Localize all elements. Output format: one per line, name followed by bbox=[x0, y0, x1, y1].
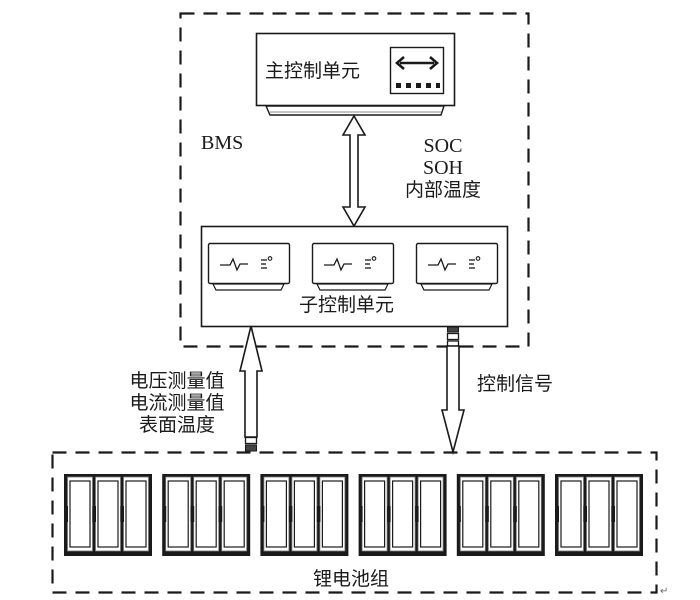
bus-signal-internal-temp: 内部温度 bbox=[404, 179, 481, 201]
battery-pack-boundary bbox=[51, 451, 658, 594]
heartbeat-icon bbox=[220, 257, 248, 272]
battery-module bbox=[456, 474, 545, 556]
battery-cell bbox=[260, 476, 290, 552]
uplink-signal-voltage: 电压测量值 bbox=[129, 370, 225, 392]
heartbeat-icon bbox=[324, 257, 352, 272]
battery-cell bbox=[457, 476, 486, 552]
battery-cell bbox=[415, 476, 444, 552]
battery-cell bbox=[190, 476, 220, 552]
battery-pack-label: 锂电池组 bbox=[313, 568, 390, 590]
battery-cell bbox=[162, 476, 192, 552]
gauge-lines-icon bbox=[469, 256, 481, 269]
heartbeat-icon bbox=[428, 257, 456, 272]
battery-cell bbox=[387, 476, 416, 552]
battery-cell bbox=[359, 476, 388, 552]
battery-cell bbox=[555, 476, 584, 552]
battery-cell bbox=[288, 476, 318, 552]
sub-controller-module bbox=[415, 242, 499, 291]
battery-module bbox=[64, 474, 152, 556]
bus-signal-soh: SOH bbox=[422, 157, 463, 179]
bus-signal-soc: SOC bbox=[423, 135, 463, 157]
sub-controller-module bbox=[311, 242, 395, 291]
battery-cell bbox=[611, 476, 640, 552]
main-controller-base bbox=[264, 105, 445, 116]
battery-module bbox=[162, 474, 251, 556]
main-controller-label: 主控制单元 bbox=[265, 60, 361, 82]
downlink-arrow bbox=[440, 326, 466, 456]
gauge-lines-icon bbox=[261, 256, 273, 269]
main-controller-unit bbox=[255, 32, 456, 116]
battery-cell bbox=[92, 476, 121, 552]
bidirectional-arrow-display-icon bbox=[389, 46, 445, 95]
battery-module bbox=[555, 474, 643, 556]
bus-double-arrow bbox=[341, 114, 367, 228]
uplink-signal-list: 电压测量值 电流测量值 表面温度 bbox=[116, 370, 238, 436]
battery-cell bbox=[513, 476, 542, 552]
battery-cell bbox=[316, 476, 346, 552]
battery-module bbox=[358, 474, 447, 556]
sub-controller-module bbox=[207, 242, 291, 291]
battery-cell bbox=[583, 476, 612, 552]
battery-cell bbox=[485, 476, 514, 552]
uplink-signal-surface-temp: 表面温度 bbox=[138, 414, 215, 436]
downlink-signal-label: 控制信号 bbox=[477, 373, 554, 395]
battery-cell bbox=[218, 476, 248, 552]
sub-controller-unit bbox=[200, 225, 509, 328]
bus-signal-list: SOC SOH 内部温度 bbox=[388, 135, 498, 201]
battery-cell bbox=[64, 476, 93, 552]
battery-module bbox=[260, 474, 349, 556]
bms-label: BMS bbox=[201, 132, 244, 154]
svg-text:↵: ↵ bbox=[660, 586, 668, 597]
gauge-lines-icon bbox=[365, 256, 377, 269]
sub-controller-label: 子控制单元 bbox=[299, 294, 395, 316]
battery-cell bbox=[120, 476, 149, 552]
uplink-signal-current: 电流测量值 bbox=[129, 392, 225, 414]
bms-boundary bbox=[179, 12, 530, 348]
uplink-arrow bbox=[238, 325, 264, 452]
